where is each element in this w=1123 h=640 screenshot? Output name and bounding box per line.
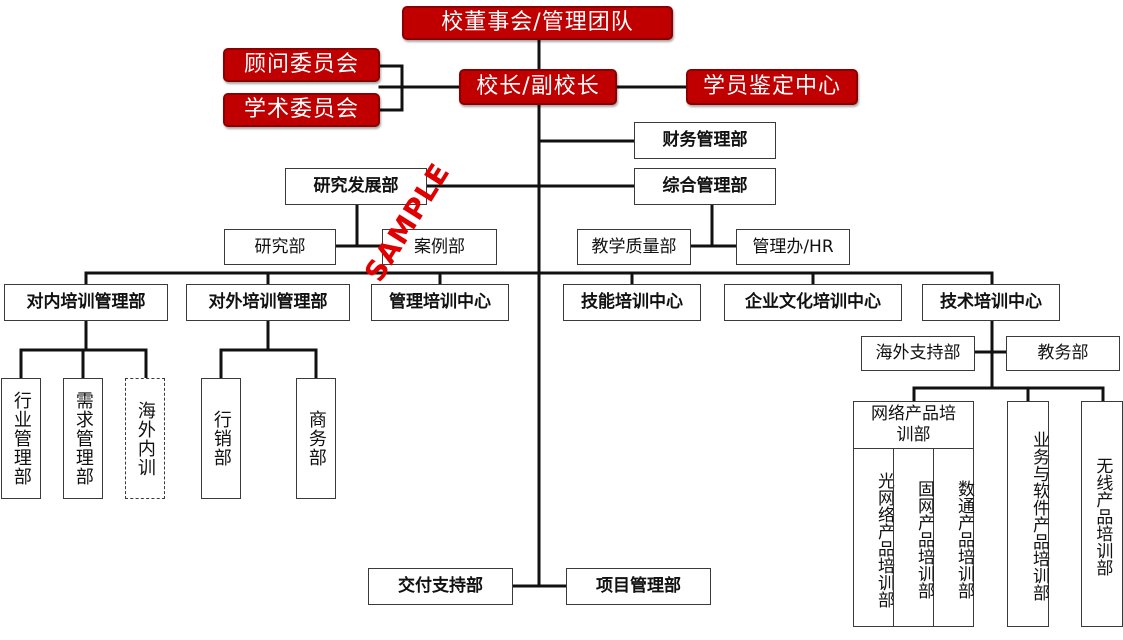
business-box: 商务部 — [296, 378, 336, 499]
industry-mgmt-box: 行业管理部 — [1, 378, 41, 499]
optical-network-box: 光网络产品培训部 — [874, 471, 894, 608]
fixed-network-box: 固网产品培训部 — [893, 449, 934, 626]
delivery-support-box: 交付支持部 — [368, 568, 513, 605]
external-training-box: 对外培训管理部 — [186, 284, 350, 321]
research-dev-box: 研究发展部 — [285, 168, 427, 205]
datacom-box: 数通产品培训部 — [954, 480, 974, 599]
business-software-box: 业务与软件产品培训部 — [1007, 401, 1049, 627]
culture-training-box: 企业文化培训中心 — [724, 284, 902, 321]
technical-training-box: 技术培训中心 — [922, 284, 1060, 321]
advisory-committee-box: 顾问委员会 — [223, 48, 380, 82]
principal-box: 校长/副校长 — [459, 69, 617, 105]
management-training-box: 管理培训中心 — [371, 284, 509, 321]
appraisal-center-box: 学员鉴定中心 — [686, 69, 858, 105]
skills-training-box: 技能培训中心 — [563, 284, 701, 321]
overseas-internal-box: 海外内训 — [125, 378, 165, 499]
network-sub-row: 光网络产品培训部 固网产品培训部 数通产品培训部 — [854, 449, 974, 626]
finance-dept-box: 财务管理部 — [634, 122, 776, 159]
teaching-quality-box: 教学质量部 — [577, 229, 691, 265]
network-product-label: 网络产品培训部 — [854, 402, 973, 449]
mgmt-office-box: 管理办/HR — [736, 229, 850, 265]
overseas-support-box: 海外支持部 — [861, 336, 975, 371]
academic-committee-box: 学术委员会 — [223, 93, 380, 127]
demand-mgmt-box: 需求管理部 — [63, 378, 103, 499]
project-mgmt-box: 项目管理部 — [566, 568, 711, 605]
general-mgmt-box: 综合管理部 — [634, 168, 776, 205]
internal-training-box: 对内培训管理部 — [4, 284, 168, 321]
marketing-box: 行销部 — [201, 378, 241, 499]
network-product-box: 网络产品培训部 光网络产品培训部 固网产品培训部 数通产品培训部 — [853, 401, 974, 627]
case-dept-box: 案例部 — [382, 229, 497, 265]
research-dept-box: 研究部 — [224, 229, 336, 265]
academic-affairs-box: 教务部 — [1006, 336, 1120, 371]
board-box: 校董事会/管理团队 — [402, 6, 673, 40]
wireless-product-box: 无线产品培训部 — [1081, 401, 1123, 627]
